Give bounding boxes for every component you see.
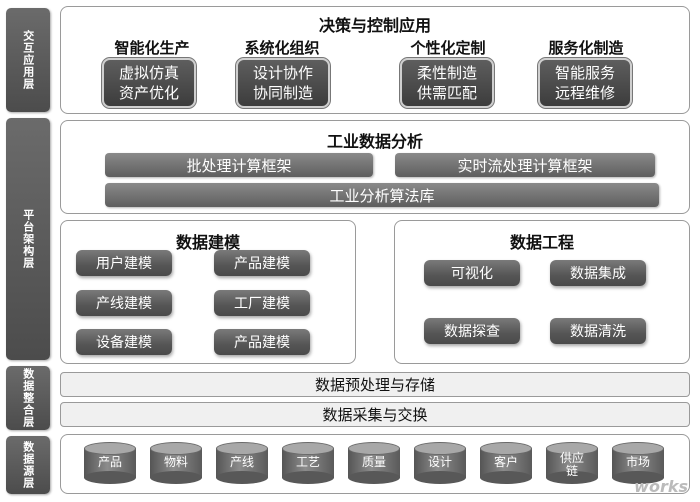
layer-label-integration: 数据整合层 xyxy=(6,366,50,430)
group-box: 智能服务远程维修 xyxy=(537,57,633,109)
model-item: 产线建模 xyxy=(76,290,172,316)
layer-label-platform: 平台架构层 xyxy=(6,118,50,360)
group-title: 智能化生产 xyxy=(114,39,190,57)
source-cylinder: 物料 xyxy=(150,442,202,484)
source-cylinder: 市场 xyxy=(612,442,664,484)
source-cylinder: 产品 xyxy=(84,442,136,484)
algorithm-library: 工业分析算法库 xyxy=(105,183,659,207)
batch-framework: 批处理计算框架 xyxy=(105,153,373,177)
group-box: 柔性制造供需匹配 xyxy=(399,57,495,109)
source-cylinder: 设计 xyxy=(414,442,466,484)
preprocess-storage: 数据预处理与存储 xyxy=(60,372,690,397)
layer-label-source: 数据源层 xyxy=(6,436,50,494)
model-item: 工厂建模 xyxy=(214,290,310,316)
model-item: 设备建模 xyxy=(76,329,172,355)
decision-title: 决策与控制应用 xyxy=(318,16,431,35)
engineering-item: 数据探查 xyxy=(424,318,520,344)
group-title: 系统化组织 xyxy=(244,39,320,57)
model-item: 产品建模 xyxy=(214,329,310,355)
engineering-item: 数据集成 xyxy=(550,260,646,286)
source-cylinder: 供应链 xyxy=(546,442,598,484)
engineering-title: 数据工程 xyxy=(509,233,574,252)
group-title: 个性化定制 xyxy=(410,39,486,57)
model-item: 产品建模 xyxy=(214,250,310,276)
model-item: 用户建模 xyxy=(76,250,172,276)
engineering-item: 数据清洗 xyxy=(550,318,646,344)
group-box: 设计协作协同制造 xyxy=(235,57,331,109)
layer-label-interaction: 交互应用层 xyxy=(6,8,50,112)
collect-exchange: 数据采集与交换 xyxy=(60,402,690,427)
watermark-logo: works xyxy=(634,477,688,496)
source-cylinder: 质量 xyxy=(348,442,400,484)
source-cylinder: 产线 xyxy=(216,442,268,484)
group-title: 服务化制造 xyxy=(548,39,624,57)
analysis-title: 工业数据分析 xyxy=(326,132,423,151)
stream-framework: 实时流处理计算框架 xyxy=(395,153,655,177)
engineering-item: 可视化 xyxy=(424,260,520,286)
group-box: 虚拟仿真资产优化 xyxy=(101,57,197,109)
modeling-title: 数据建模 xyxy=(175,233,240,252)
source-cylinder: 工艺 xyxy=(282,442,334,484)
source-cylinder: 客户 xyxy=(480,442,532,484)
